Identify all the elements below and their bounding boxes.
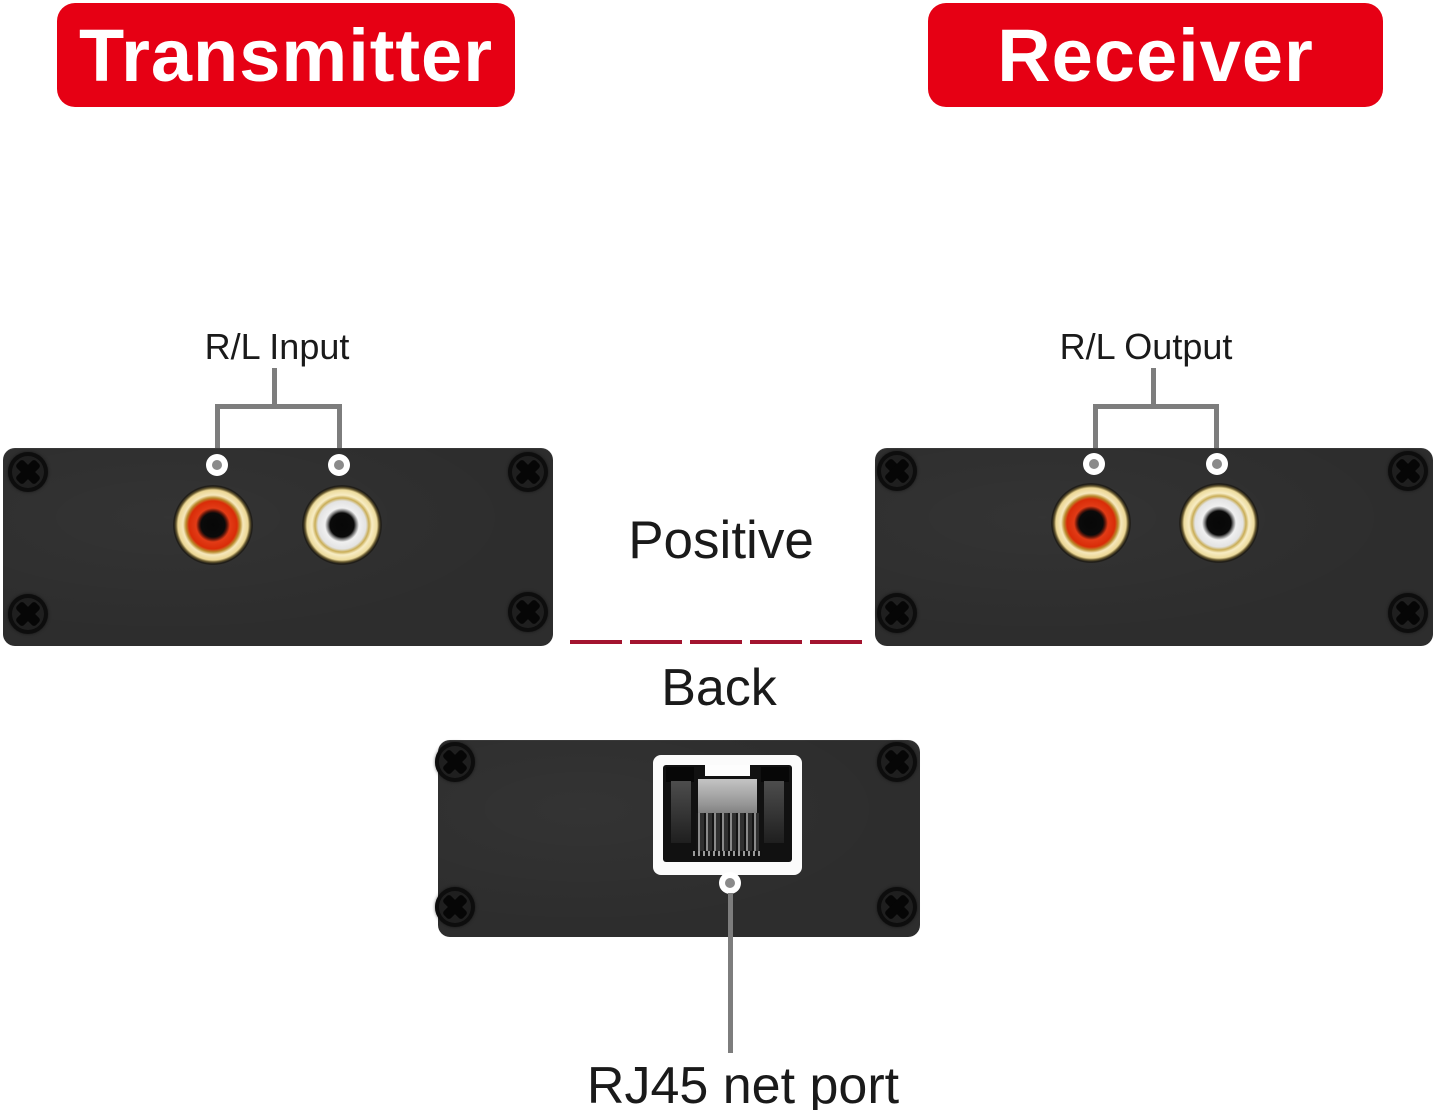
positive-label: Positive xyxy=(628,511,814,570)
screw-icon xyxy=(435,887,475,927)
receiver-banner: Receiver xyxy=(928,3,1383,107)
rj45-pillar xyxy=(671,781,691,843)
back-label: Back xyxy=(661,659,777,717)
callout-point xyxy=(719,872,741,894)
callout-point xyxy=(1206,453,1228,475)
callout-line xyxy=(1214,404,1219,455)
screw-icon xyxy=(877,593,917,633)
callout-line xyxy=(272,368,277,406)
screw-icon xyxy=(8,452,48,492)
transmitter-front-panel xyxy=(3,448,553,646)
callout-point xyxy=(328,454,350,476)
screw-icon xyxy=(1388,593,1428,633)
callout-line xyxy=(1093,404,1219,409)
rj45-port-label: RJ45 net port xyxy=(586,1057,900,1110)
rca-jack-red-icon xyxy=(173,485,253,565)
screw-icon xyxy=(508,452,548,492)
rj45-pins xyxy=(696,813,759,853)
screw-icon xyxy=(877,887,917,927)
rj45-corner-block xyxy=(761,767,789,782)
rj45-clip-slot xyxy=(705,765,750,776)
rl-input-label: R/L Input xyxy=(204,326,350,367)
screw-icon xyxy=(435,742,475,782)
callout-line xyxy=(215,404,220,456)
rca-jack-white-icon xyxy=(1179,483,1259,563)
screw-icon xyxy=(877,451,917,491)
screw-icon xyxy=(508,592,548,632)
receiver-banner-label: Receiver xyxy=(997,13,1314,97)
callout-line xyxy=(728,893,733,1053)
callout-line xyxy=(1093,404,1098,455)
rca-jack-red-icon xyxy=(1051,483,1131,563)
rl-output-label: R/L Output xyxy=(1059,326,1233,367)
rj45-corner-block xyxy=(666,767,694,782)
rj45-port xyxy=(653,755,802,875)
callout-line xyxy=(1151,368,1156,406)
screw-icon xyxy=(1388,451,1428,491)
dashed-divider xyxy=(570,640,863,644)
rj45-pin-row xyxy=(693,851,762,856)
transmitter-banner-label: Transmitter xyxy=(78,13,494,97)
callout-point xyxy=(206,454,228,476)
callout-line xyxy=(337,404,342,456)
callout-line xyxy=(215,404,342,409)
rj45-jack-icon xyxy=(663,765,792,862)
rj45-pillar xyxy=(764,781,784,843)
rca-jack-white-icon xyxy=(302,485,382,565)
screw-icon xyxy=(877,742,917,782)
transmitter-banner: Transmitter xyxy=(57,3,515,107)
screw-icon xyxy=(8,594,48,634)
callout-point xyxy=(1083,453,1105,475)
receiver-front-panel xyxy=(875,448,1433,646)
